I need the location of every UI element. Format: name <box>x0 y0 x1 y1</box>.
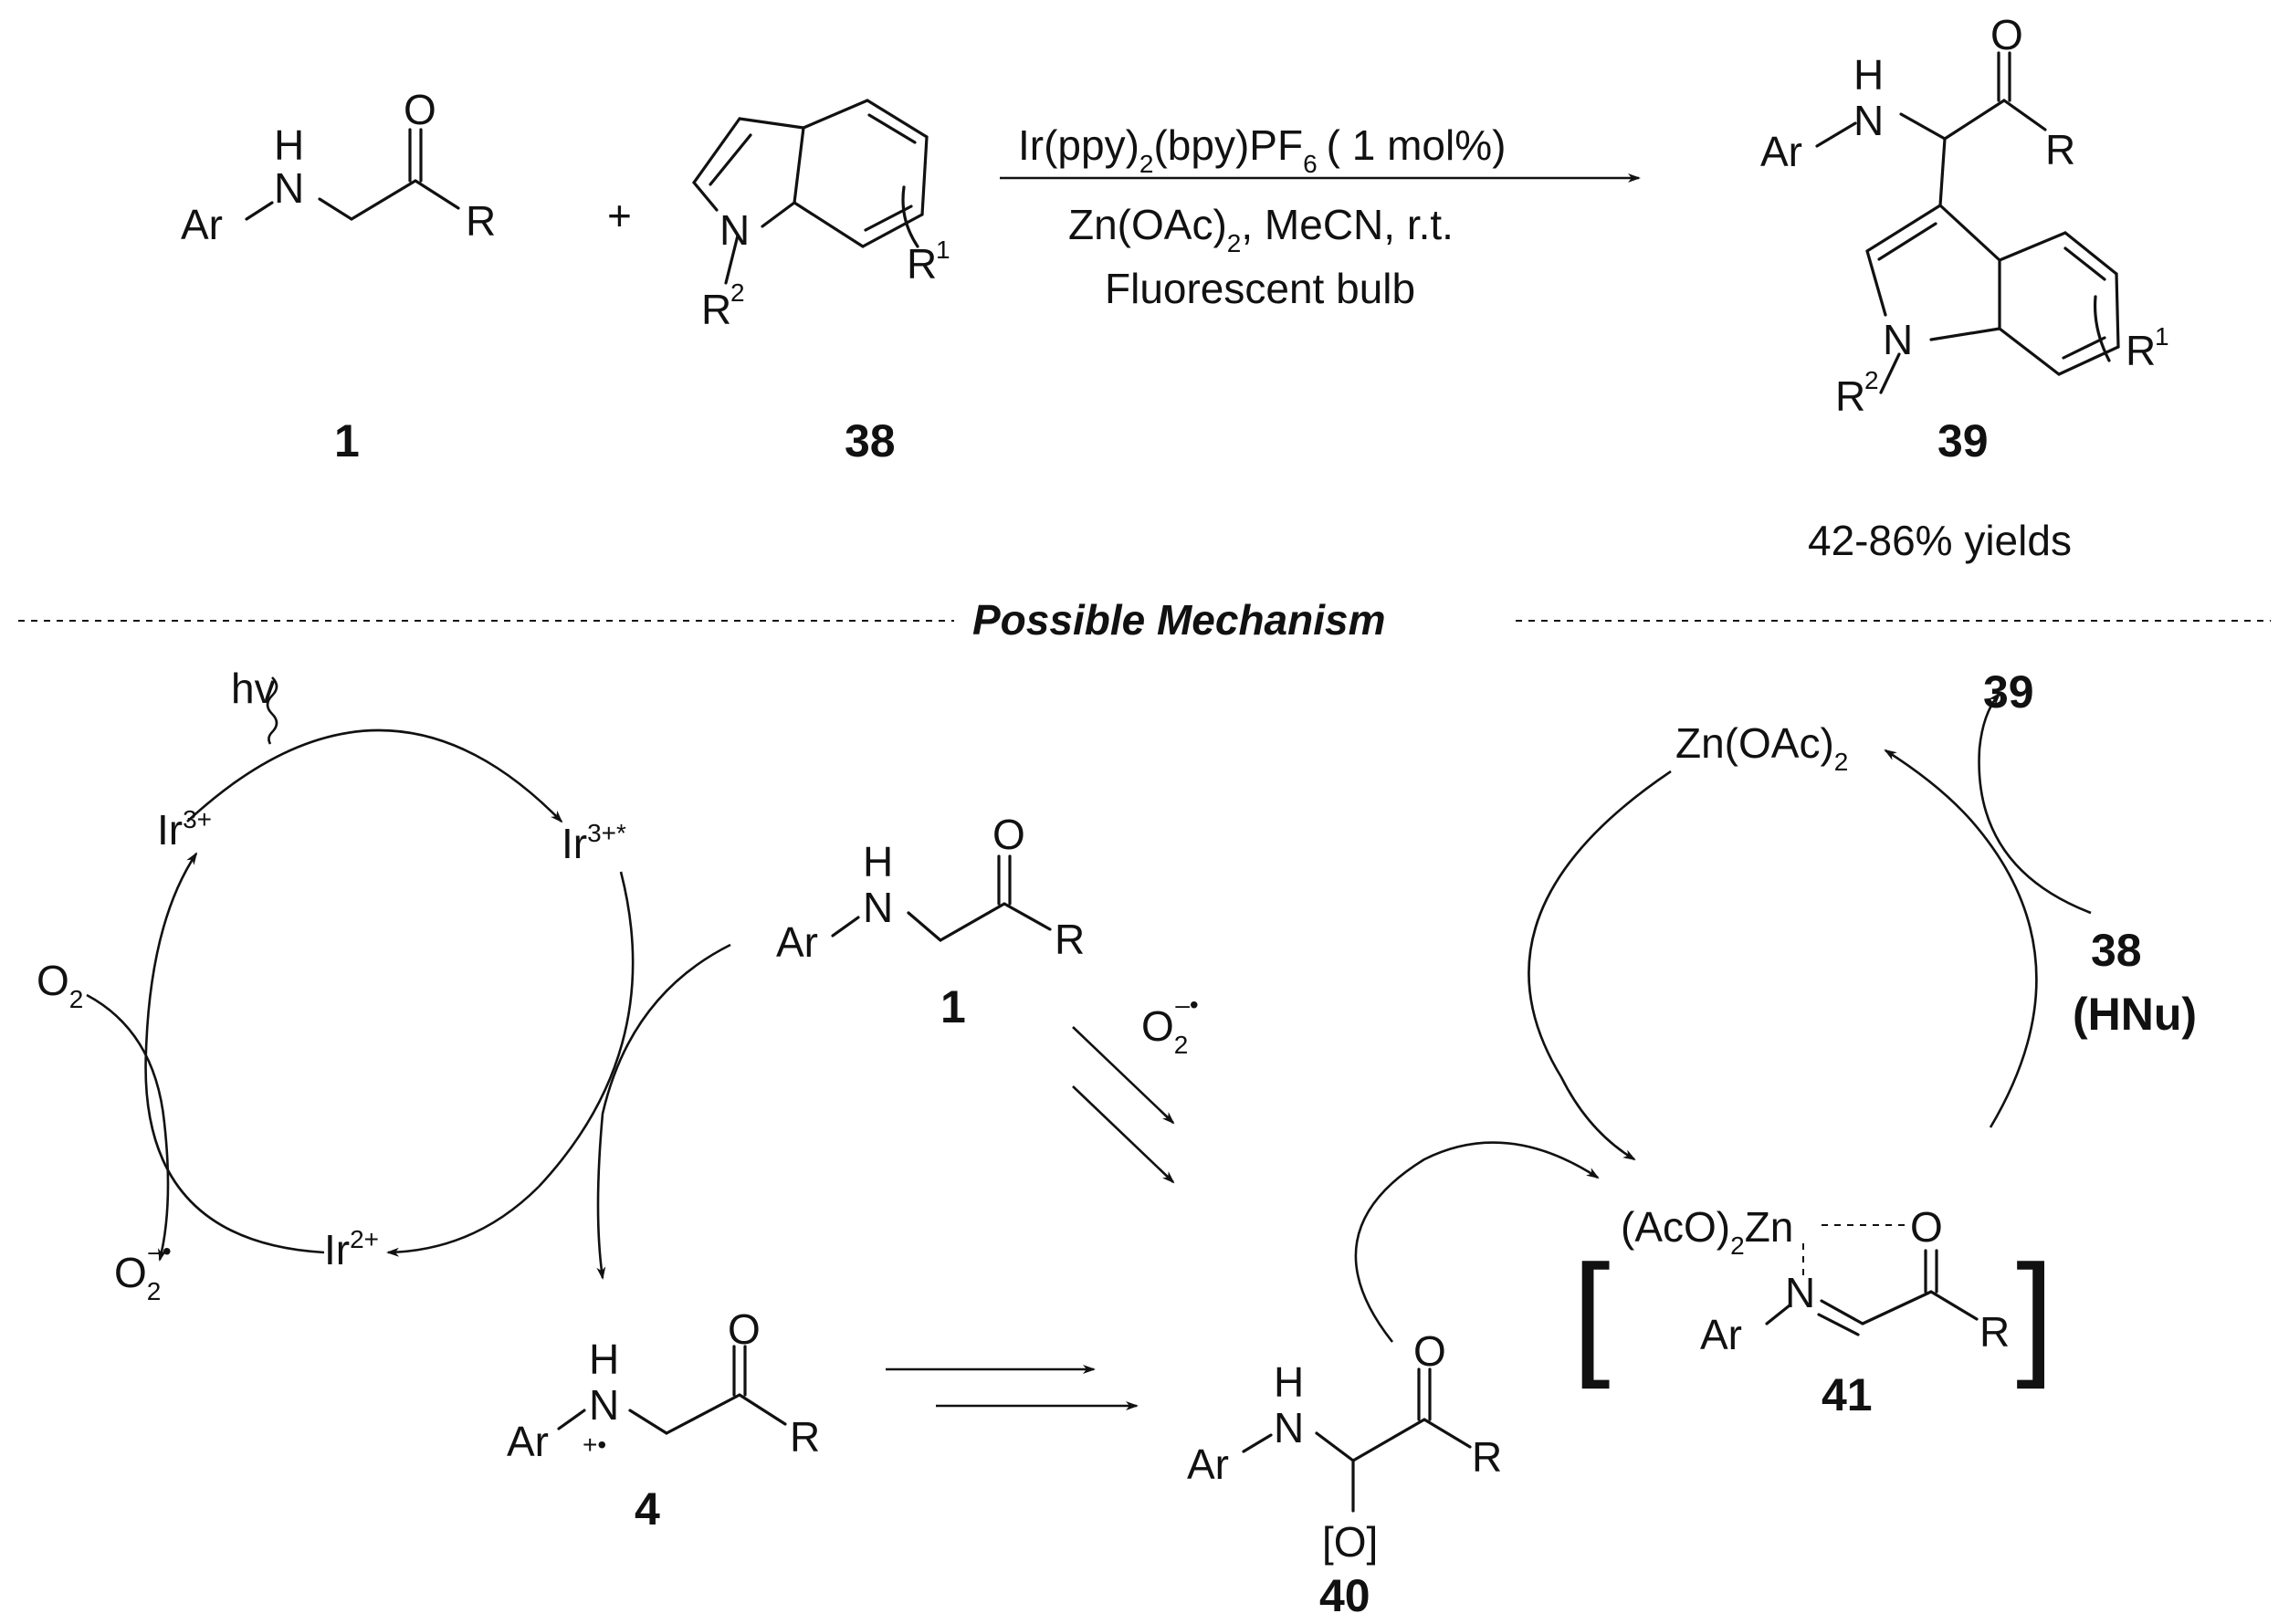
superoxide-label: O2–• <box>1141 990 1199 1059</box>
oxidized-position-label: [O] <box>1322 1518 1378 1566</box>
compound-label-39-mechanism: 39 <box>1983 666 2034 718</box>
photoredox-cycle <box>86 676 731 1280</box>
zinc-cycle <box>1354 692 2092 1343</box>
nitrogen-label: N <box>1274 1404 1304 1451</box>
oxygen-label: O <box>728 1305 761 1353</box>
bracket-left: [ <box>1572 1236 1611 1389</box>
plus-sign: + <box>607 192 632 239</box>
oxygen-label: O <box>1413 1327 1446 1375</box>
hydrogen-label: H <box>863 838 893 885</box>
compound-label-40: 40 <box>1319 1570 1370 1621</box>
nitrogen-label: N <box>1883 316 1913 363</box>
aryl-label: Ar <box>507 1418 549 1465</box>
r1-label: R <box>2126 327 2156 374</box>
conditions-text: Zn(OAc)2, MeCN, r.t. <box>1068 201 1454 257</box>
mechanism-title: Possible Mechanism <box>972 596 1386 644</box>
r-group-label: R <box>1055 916 1085 963</box>
ir2-label: Ir2+ <box>324 1225 379 1273</box>
hv-label: hv <box>231 665 276 712</box>
nitrogen-label: N <box>863 884 893 931</box>
compound-label-39: 39 <box>1937 415 1989 466</box>
compound-label-1: 1 <box>334 415 360 466</box>
compound-39-structure: Ar N H O R N R 2 R 1 <box>1760 11 2169 420</box>
aryl-label: Ar <box>181 201 223 248</box>
oxygen-label: O <box>992 811 1025 858</box>
nitrogen-label: N <box>1853 97 1884 144</box>
hydrogen-label: H <box>1274 1358 1304 1406</box>
ir3-label: Ir3+ <box>157 805 212 854</box>
nucleophile-label: (HNu) <box>2073 989 2197 1040</box>
aryl-label: Ar <box>1187 1441 1229 1488</box>
aryl-label: Ar <box>1760 128 1802 175</box>
nitrogen-label: N <box>1785 1269 1815 1316</box>
hydrogen-label: H <box>1853 51 1884 99</box>
ir3-excited-label: Ir3+* <box>562 819 626 867</box>
bracket-right: ] <box>2016 1236 2054 1389</box>
r2-label: R <box>701 286 731 333</box>
nitrogen-label: N <box>719 206 750 254</box>
r2-superscript: 2 <box>730 278 745 307</box>
compound-1-structure: Ar N H O R <box>181 86 496 248</box>
multistep-arrow <box>1072 1085 1175 1184</box>
zinc-acetate-label: Zn(OAc)2 <box>1675 719 1848 776</box>
hydrogen-label: H <box>274 121 304 169</box>
compound-label-1-mechanism: 1 <box>940 981 966 1032</box>
oxygen-label: O <box>1990 11 2023 58</box>
r2-superscript: 2 <box>1864 366 1879 394</box>
aryl-label: Ar <box>776 918 818 966</box>
compound-40-structure: Ar N H O R [O] <box>1187 1327 1502 1566</box>
compound-1-mechanism: Ar N H O R <box>776 811 1085 966</box>
oxygen-label: O <box>404 86 436 133</box>
aryl-label: Ar <box>1700 1311 1742 1358</box>
compound-41-structure: [ ] (AcO)2Zn O N Ar R <box>1572 1203 2054 1389</box>
r-group-label: R <box>466 197 496 245</box>
zinc-complex-label: (AcO)2Zn <box>1621 1203 1793 1260</box>
hydrogen-label: H <box>589 1336 619 1383</box>
yield-text: 42-86% yields <box>1808 517 2072 564</box>
r2-label: R <box>1835 372 1865 420</box>
r1-superscript: 1 <box>2155 322 2169 351</box>
multistep-arrow <box>1072 1026 1175 1125</box>
compound-label-38-mechanism: 38 <box>2091 925 2142 976</box>
oxygen-molecule-label: O2 <box>37 957 83 1013</box>
compound-label-41: 41 <box>1822 1369 1873 1420</box>
radical-cation-label: +• <box>583 1430 606 1459</box>
nitrogen-label: N <box>589 1381 619 1429</box>
nitrogen-label: N <box>274 164 304 212</box>
compound-label-4: 4 <box>635 1483 660 1535</box>
compound-38-structure: N R 2 R 1 <box>692 99 950 333</box>
r-group-label: R <box>790 1413 820 1461</box>
compound-label-38: 38 <box>845 415 896 466</box>
catalyst-text: Ir(ppy)2(bpy)PF6( 1 mol%) <box>1018 121 1506 178</box>
light-source-text: Fluorescent bulb <box>1105 265 1415 312</box>
r-group-label: R <box>2045 126 2075 173</box>
r1-superscript: 1 <box>936 236 950 264</box>
oxygen-label: O <box>1910 1203 1943 1251</box>
r-group-label: R <box>1472 1433 1502 1481</box>
compound-4-structure: Ar N H +• O R <box>507 1305 820 1465</box>
r1-label: R <box>907 240 937 288</box>
r-group-label: R <box>1979 1308 2010 1356</box>
superoxide-label: O2–• <box>114 1237 172 1305</box>
